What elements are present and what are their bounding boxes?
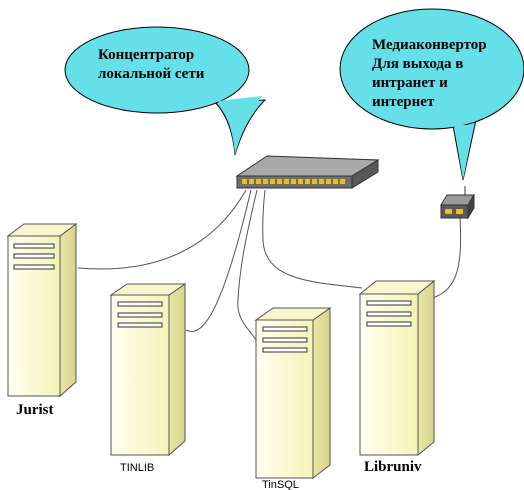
server-tinsql xyxy=(254,307,332,480)
converter-callout-line1: Медиаконвертор xyxy=(372,37,487,53)
network-cables xyxy=(77,189,462,341)
media-converter-device xyxy=(440,186,475,220)
server-label-tinsql: TinSQL xyxy=(262,479,299,490)
hub-callout-bubble xyxy=(64,26,267,156)
cable-tinlib xyxy=(185,189,252,332)
converter-callout-line3: интранет и xyxy=(372,75,448,91)
server-tinlib xyxy=(109,283,187,457)
server-label-tinlib: TINLIB xyxy=(120,462,155,474)
cable-tinsql xyxy=(237,189,258,341)
server-label-libruniv: Libruniv xyxy=(364,459,422,475)
cable-jurist xyxy=(77,189,247,270)
cable-libruniv xyxy=(262,189,363,289)
server-label-jurist: Jurist xyxy=(16,402,54,418)
hub-device xyxy=(235,155,380,189)
converter-callout-label: Медиаконвертор Для выхода в интранет и и… xyxy=(372,36,487,112)
hub-callout-line1: Концентратор xyxy=(98,47,195,63)
converter-callout-line2: Для выхода в xyxy=(372,56,464,72)
hub-callout-line2: локальной сети xyxy=(98,66,205,82)
server-libruniv xyxy=(358,279,436,457)
server-jurist xyxy=(6,223,78,398)
hub-ports xyxy=(242,179,345,184)
hub-callout-label: Концентратор локальной сети xyxy=(98,46,204,84)
cable-converter xyxy=(431,217,462,299)
converter-callout-bubble xyxy=(339,8,524,181)
converter-callout-line4: интернет xyxy=(372,94,435,110)
